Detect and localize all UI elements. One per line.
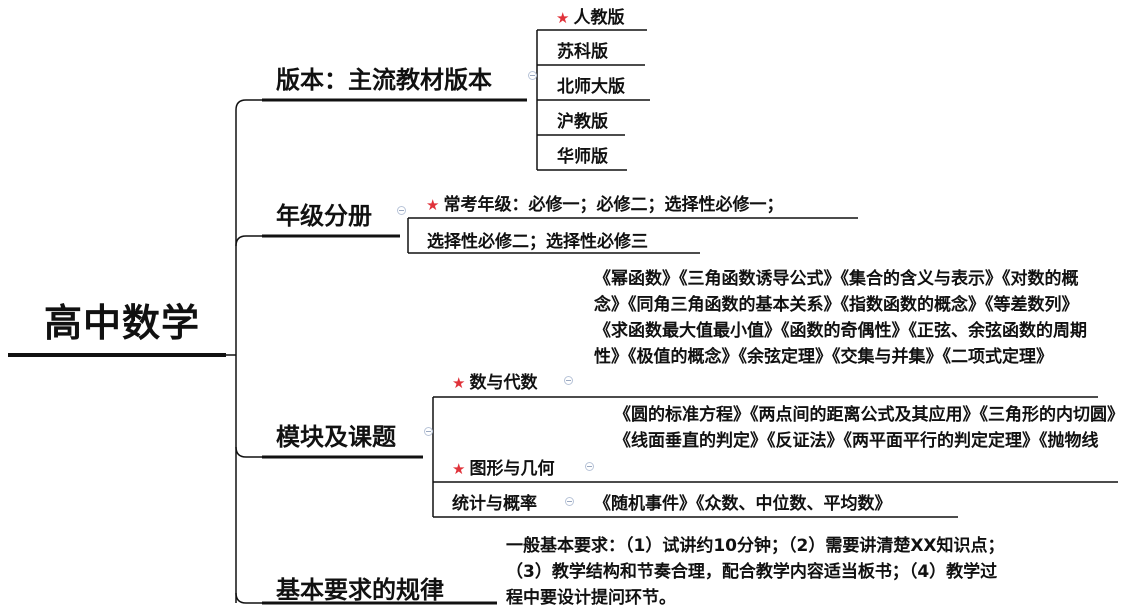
geometry-topics: 《圆的标准方程》《两点间的距离公式及其应用》《三角形的内切圆》《线面垂直的判定》… bbox=[614, 405, 1116, 451]
branch-requirements[interactable]: 基本要求的规律 bbox=[276, 576, 444, 604]
star-icon: ★ bbox=[426, 196, 440, 214]
grade-line-1-text: 常考年级：必修一；必修二；选择性必修一； bbox=[443, 195, 784, 215]
collapse-toggle-icon[interactable] bbox=[565, 497, 574, 506]
edition-item-renjiao[interactable]: ★人教版 bbox=[556, 3, 624, 28]
statistics-topics: 《随机事件》《众数、中位数、平均数》 bbox=[594, 494, 892, 514]
module-algebra[interactable]: ★数与代数 bbox=[452, 368, 537, 393]
algebra-topics: 《幂函数》《三角函数诱导公式》《集合的含义与表示》《对数的概念》《同角三角函数的… bbox=[594, 269, 1087, 367]
collapse-toggle-icon[interactable] bbox=[564, 376, 573, 385]
edition-item-beishida[interactable]: 北师大版 bbox=[557, 77, 625, 97]
collapse-toggle-icon[interactable] bbox=[397, 206, 406, 215]
collapse-toggle-icon[interactable] bbox=[424, 427, 433, 436]
collapse-toggle-icon[interactable] bbox=[528, 71, 537, 80]
requirements-text: 一般基本要求：（1）试讲约10分钟；（2）需要讲清楚XX知识点；（3）教学结构和… bbox=[506, 536, 1005, 608]
star-icon: ★ bbox=[556, 9, 570, 27]
edition-item-label: 人教版 bbox=[573, 8, 625, 28]
edition-item-suke[interactable]: 苏科版 bbox=[557, 42, 608, 62]
star-icon: ★ bbox=[452, 460, 466, 478]
grade-line-2[interactable]: 选择性必修二；选择性必修三 bbox=[427, 232, 648, 252]
module-algebra-label: 数与代数 bbox=[469, 373, 538, 393]
branch-grade[interactable]: 年级分册 bbox=[276, 202, 372, 230]
collapse-toggle-icon[interactable] bbox=[585, 462, 594, 471]
module-statistics[interactable]: 统计与概率 bbox=[452, 494, 537, 514]
module-geometry[interactable]: ★图形与几何 bbox=[452, 454, 554, 479]
branch-edition[interactable]: 版本：主流教材版本 bbox=[276, 66, 492, 94]
edition-item-hujiao[interactable]: 沪教版 bbox=[557, 112, 608, 132]
branch-modules[interactable]: 模块及课题 bbox=[276, 423, 396, 451]
grade-line-1[interactable]: ★常考年级：必修一；必修二；选择性必修一； bbox=[426, 190, 783, 215]
root-topic[interactable]: 高中数学 bbox=[44, 301, 201, 345]
module-geometry-label: 图形与几何 bbox=[469, 459, 555, 479]
star-icon: ★ bbox=[452, 374, 466, 392]
edition-item-huashi[interactable]: 华师版 bbox=[557, 147, 608, 167]
